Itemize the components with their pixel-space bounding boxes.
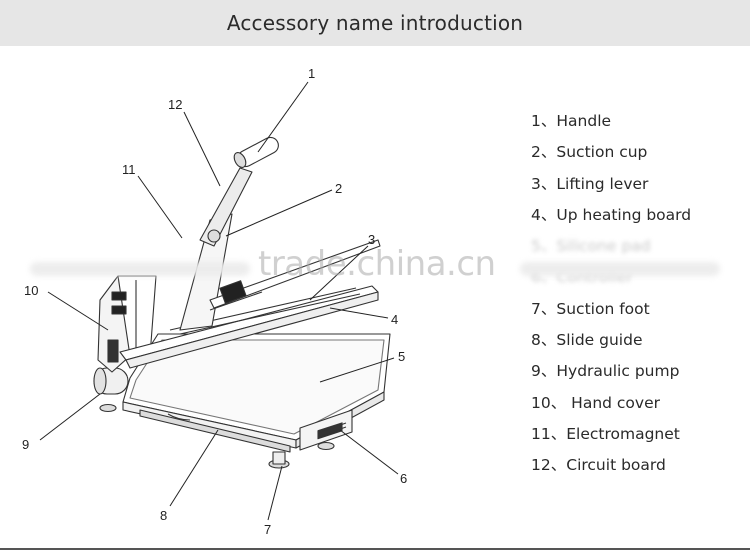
leader-lines bbox=[39, 81, 399, 521]
watermark-text: trade.china.cn bbox=[258, 244, 496, 284]
callout-10: 10 bbox=[24, 283, 38, 298]
legend-item: 11、Electromagnet bbox=[531, 424, 680, 443]
callout-7: 7 bbox=[264, 522, 271, 537]
watermark-smear-left bbox=[30, 262, 250, 276]
legend-item: 2、Suction cup bbox=[531, 143, 648, 162]
legend-item: 9、Hydraulic pump bbox=[531, 362, 680, 381]
page-title: Accessory name introduction bbox=[226, 11, 524, 35]
controller bbox=[299, 409, 353, 451]
legend-item: 7、Suction foot bbox=[531, 299, 650, 318]
callout-4: 4 bbox=[391, 312, 398, 327]
slide-guide bbox=[139, 409, 291, 453]
watermark-smear-right bbox=[520, 262, 720, 276]
hydraulic-pump bbox=[93, 367, 129, 395]
callout-5: 5 bbox=[398, 349, 405, 364]
heat-press-diagram: 1 2 3 4 5 6 7 8 9 10 11 12 bbox=[0, 46, 510, 551]
suction-feet bbox=[99, 403, 335, 469]
callout-6: 6 bbox=[400, 471, 407, 486]
callout-9: 9 bbox=[22, 437, 29, 452]
callout-11: 11 bbox=[122, 162, 136, 177]
callout-2: 2 bbox=[335, 181, 342, 196]
legend-item: 8、Slide guide bbox=[531, 331, 643, 350]
legend-item: 4、Up heating board bbox=[531, 205, 692, 224]
rear-frame bbox=[97, 275, 157, 373]
callout-12: 12 bbox=[168, 97, 182, 112]
callout-8: 8 bbox=[160, 508, 167, 523]
callout-numbers: 1 2 3 4 5 6 7 8 9 10 11 12 bbox=[22, 66, 407, 537]
upper-heating-board bbox=[119, 285, 379, 369]
bottom-divider bbox=[0, 548, 750, 550]
handle bbox=[233, 136, 279, 168]
legend-item: 12、Circuit board bbox=[531, 456, 666, 475]
callout-3: 3 bbox=[368, 232, 375, 247]
header-bar: Accessory name introduction bbox=[0, 0, 750, 46]
callout-1: 1 bbox=[308, 66, 315, 81]
legend-item: 3、Lifting lever bbox=[531, 174, 649, 193]
legend-item: 5、Silicone pad bbox=[531, 237, 651, 256]
legend-item: 10、 Hand cover bbox=[531, 393, 661, 412]
accessory-legend: 1、Handle 2、Suction cup 3、Lifting lever 4… bbox=[531, 110, 746, 486]
legend-item: 1、Handle bbox=[531, 112, 612, 130]
